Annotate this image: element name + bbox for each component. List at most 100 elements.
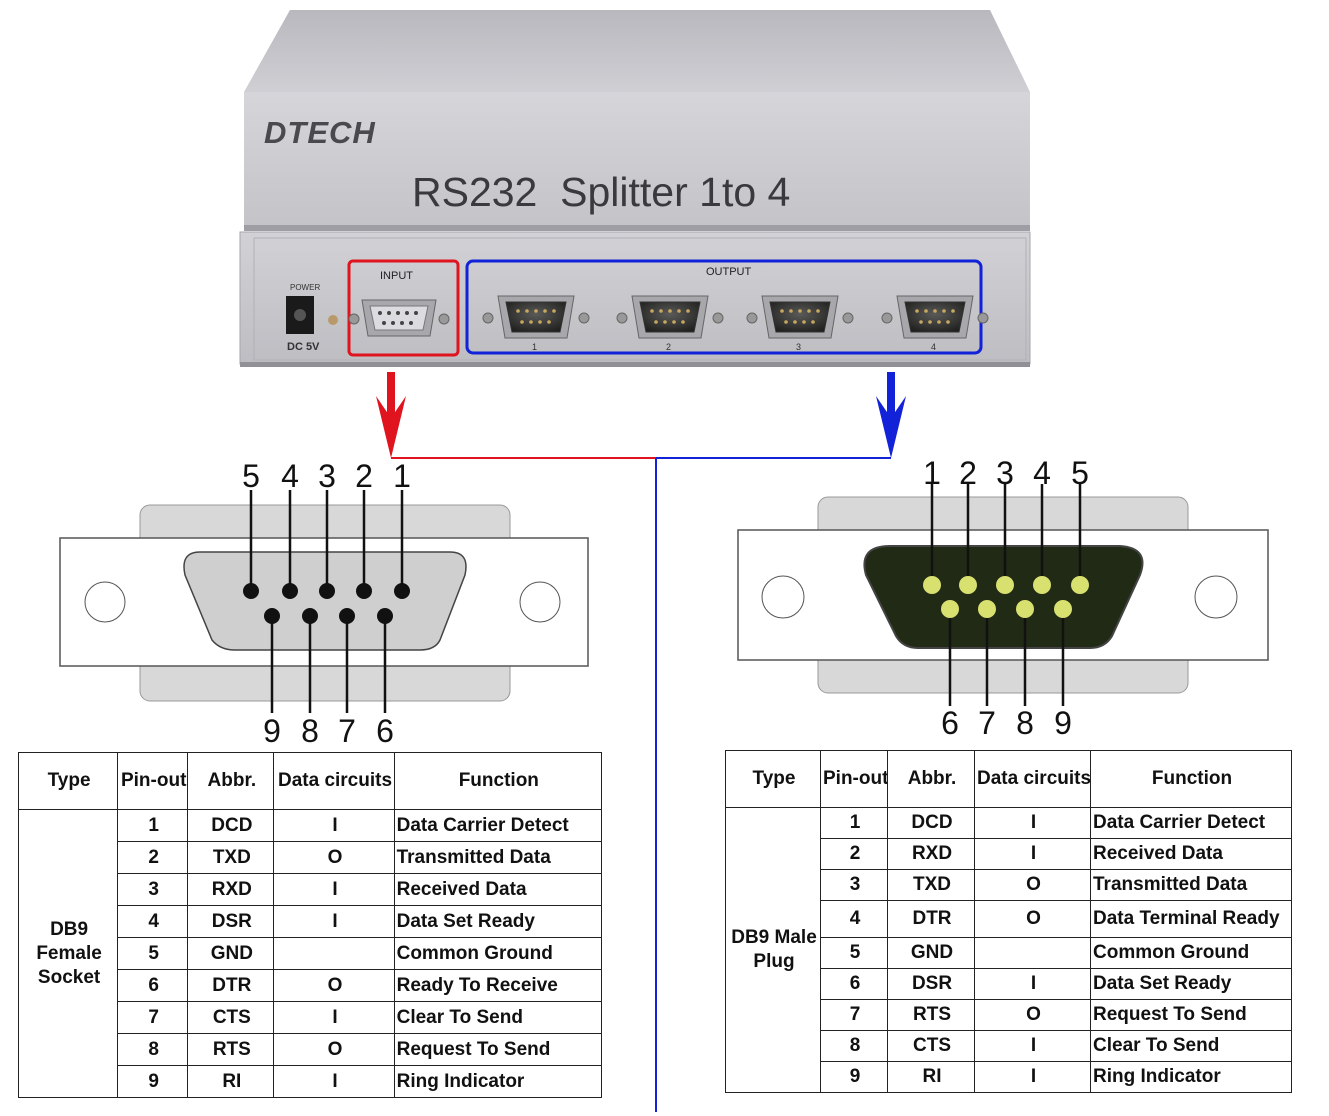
female-pin-label: 6 — [376, 713, 394, 749]
male-pin — [996, 576, 1014, 594]
pin-cell: 2 — [117, 841, 189, 874]
type-line: Female — [36, 942, 102, 964]
pin-cell: 5 — [117, 937, 189, 970]
input-arrow — [376, 372, 406, 458]
male-pinout-table: Type Pin-out Abbr. Data circuits Functio… — [725, 750, 1292, 1093]
pin-cell: 1 — [117, 809, 189, 842]
data-circuit-cell: I — [273, 873, 395, 906]
device-top — [244, 10, 1030, 92]
output-arrow — [876, 372, 906, 458]
pin-cell: 6 — [117, 969, 189, 1002]
male-pin — [1071, 576, 1089, 594]
function-cell: Data Set Ready — [1090, 968, 1292, 1000]
function-cell: Ring Indicator — [393, 1065, 603, 1098]
male-pin-label: 9 — [1054, 705, 1072, 741]
female-pin-hole — [319, 583, 335, 599]
header-pinout: Pin-out — [820, 750, 888, 808]
device-title: RS232 Splitter 1to 4 — [412, 169, 790, 215]
pin-cell: 9 — [117, 1065, 189, 1098]
female-pin-hole — [377, 608, 393, 624]
pin-cell: 7 — [820, 999, 888, 1031]
function-cell: Clear To Send — [393, 1001, 603, 1034]
output-port-number: 2 — [666, 342, 671, 352]
female-pin-hole — [339, 608, 355, 624]
abbr-cell: RI — [187, 1065, 275, 1098]
data-circuit-cell: O — [974, 869, 1091, 901]
female-pin-hole — [302, 608, 318, 624]
function-cell: Ready To Receive — [393, 969, 603, 1002]
function-cell: Ring Indicator — [1090, 1061, 1292, 1093]
data-circuit-cell: I — [273, 1001, 395, 1034]
abbr-cell: DTR — [187, 969, 275, 1002]
abbr-cell: RXD — [187, 873, 275, 906]
abbr-cell: CTS — [187, 1001, 275, 1034]
male-pin-label: 8 — [1016, 705, 1034, 741]
abbr-cell: DCD — [887, 807, 975, 839]
function-cell: Received Data — [393, 873, 603, 906]
abbr-cell: DTR — [887, 900, 975, 938]
input-highlight — [347, 259, 460, 357]
header-data-circuits: Data circuits — [273, 752, 395, 810]
abbr-cell: TXD — [887, 869, 975, 901]
male-pin — [959, 576, 977, 594]
type-line: DB9 — [50, 918, 89, 940]
output-port-2: 2 — [616, 295, 724, 352]
abbr-cell: GND — [887, 937, 975, 969]
function-cell: Data Set Ready — [393, 905, 603, 938]
female-pin-hole — [394, 583, 410, 599]
output-label: OUTPUT — [706, 266, 752, 278]
abbr-cell: DSR — [887, 968, 975, 1000]
abbr-cell: RXD — [887, 838, 975, 870]
function-cell: Request To Send — [393, 1033, 603, 1066]
function-cell: Transmitted Data — [393, 841, 603, 874]
pin-cell: 8 — [820, 1030, 888, 1062]
male-pin — [1033, 576, 1051, 594]
output-highlight — [465, 259, 983, 355]
data-circuit-cell: O — [273, 1033, 395, 1066]
output-port-number: 4 — [931, 342, 936, 352]
header-abbr: Abbr. — [187, 752, 275, 810]
input-port — [348, 299, 450, 337]
header-type: Type — [725, 750, 821, 808]
input-label: INPUT — [380, 270, 413, 282]
abbr-cell: DSR — [187, 905, 275, 938]
male-pin — [923, 576, 941, 594]
brand-logo: DTECH — [264, 115, 376, 150]
male-pin — [1054, 600, 1072, 618]
pin-cell: 4 — [117, 905, 189, 938]
pin-cell: 6 — [820, 968, 888, 1000]
male-pin-label: 6 — [941, 705, 959, 741]
function-cell: Received Data — [1090, 838, 1292, 870]
header-function: Function — [393, 752, 603, 810]
power-label: POWER — [290, 283, 320, 292]
output-port-4: 4 — [881, 295, 989, 352]
data-circuit-cell: I — [974, 1061, 1091, 1093]
data-circuit-cell: I — [273, 1065, 395, 1098]
pin-cell: 8 — [117, 1033, 189, 1066]
pin-cell: 9 — [820, 1061, 888, 1093]
abbr-cell: DCD — [187, 809, 275, 842]
male-pin — [1016, 600, 1034, 618]
pin-cell: 4 — [820, 900, 888, 938]
data-circuit-cell: I — [273, 905, 395, 938]
data-circuit-cell: O — [974, 999, 1091, 1031]
table-header-row: Type Pin-out Abbr. Data circuits Functio… — [725, 750, 1292, 808]
type-line: DB9 Male — [731, 927, 817, 948]
header-type: Type — [17, 752, 119, 810]
pin-cell: 5 — [820, 937, 888, 969]
device-front — [244, 92, 1030, 228]
header-abbr: Abbr. — [887, 750, 975, 808]
